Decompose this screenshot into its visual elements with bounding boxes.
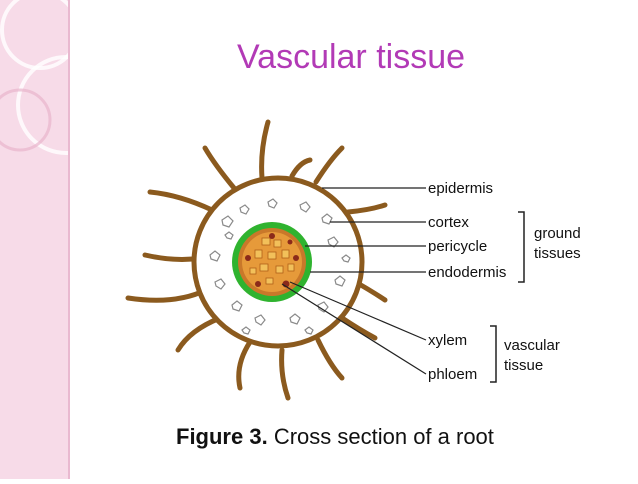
- group-vascular-line2: tissue: [504, 357, 543, 374]
- figure-caption-text: Cross section of a root: [273, 424, 494, 449]
- cortex-cells: [209, 198, 351, 335]
- slide-side-band: [0, 0, 116, 479]
- label-xylem: xylem: [428, 332, 467, 349]
- leader-lines: [281, 187, 427, 375]
- group-ground-line1: ground: [534, 225, 581, 242]
- label-epidermis: epidermis: [428, 180, 493, 197]
- label-phloem: phloem: [428, 366, 477, 383]
- slide-title: Vascular tissue: [237, 38, 466, 76]
- figure-caption: Figure 3. Cross section of a root: [176, 424, 494, 450]
- label-pericycle: pericycle: [428, 238, 487, 255]
- slide-side-divider: [68, 0, 70, 479]
- vascular-tissue-bracket: [490, 325, 497, 383]
- group-ground-line2: tissues: [534, 245, 581, 262]
- vascular-core: [242, 232, 302, 292]
- vascular-cells: [249, 237, 295, 285]
- label-cortex: cortex: [428, 214, 469, 231]
- figure-number: Figure 3.: [176, 424, 268, 449]
- group-vascular-line1: vascular: [504, 337, 560, 354]
- phloem-cells: [245, 233, 299, 288]
- ground-tissues-bracket: [518, 211, 525, 283]
- label-endodermis: endodermis: [428, 264, 506, 281]
